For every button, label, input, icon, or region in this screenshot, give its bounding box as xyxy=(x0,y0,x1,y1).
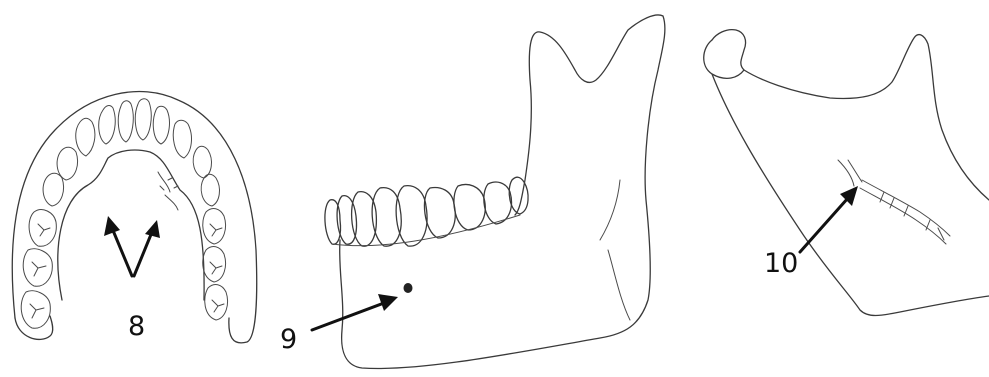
tooth-lateral-8 xyxy=(484,182,512,224)
mandible-medial-figure xyxy=(704,30,989,316)
lingula-mark xyxy=(838,160,862,186)
arrowhead-9 xyxy=(378,294,398,311)
tooth-premolar-r2 xyxy=(201,174,219,206)
mandible-outline xyxy=(340,15,665,369)
molar-fissure-l2 xyxy=(32,262,46,276)
arch-inner-outline xyxy=(58,150,204,300)
arrow-9 xyxy=(312,303,384,330)
mandible-lateral-figure xyxy=(312,15,665,369)
mandible-inner-ramus-line xyxy=(600,180,630,320)
tooth-incisor-2 xyxy=(135,99,151,140)
tooth-molar-r1 xyxy=(203,209,226,244)
tooth-premolar-r1 xyxy=(193,146,211,178)
arrow-8-right xyxy=(134,232,152,276)
tooth-incisor-4 xyxy=(153,106,169,144)
tooth-canine-left xyxy=(76,118,95,156)
molar-fissure-r3 xyxy=(212,300,224,312)
tooth-incisor-3 xyxy=(99,106,115,144)
arrowhead-8-right xyxy=(145,220,160,238)
arrow-10 xyxy=(800,198,848,252)
mental-foramen-dot xyxy=(404,284,412,293)
tooth-molar-r2 xyxy=(203,247,226,282)
arrow-8-left xyxy=(112,228,132,276)
tooth-molar-r3 xyxy=(205,285,228,320)
arrowhead-8-left xyxy=(104,216,120,236)
medial-mandible-outline xyxy=(704,35,989,200)
tooth-premolar-l2 xyxy=(43,173,63,206)
medial-condyle-top xyxy=(712,30,746,70)
label-8: 8 xyxy=(128,313,145,340)
dental-arch-figure xyxy=(12,92,256,343)
tooth-canine-right xyxy=(173,120,191,158)
label-10: 10 xyxy=(764,250,798,277)
mylohyoid-groove-upper xyxy=(862,180,950,236)
tooth-incisor-1 xyxy=(118,101,133,142)
mylohyoid-groove-lower xyxy=(860,188,946,244)
molar-fissure-r1 xyxy=(210,224,222,236)
molar-fissure-l3 xyxy=(30,304,44,318)
tooth-lateral-6 xyxy=(424,188,455,238)
molar-fissure-l1 xyxy=(38,224,50,236)
tooth-molar-l1 xyxy=(29,210,56,247)
mylohyoid-ticks xyxy=(880,192,944,240)
genial-tubercle-texture xyxy=(158,172,178,210)
molar-fissure-r2 xyxy=(210,262,222,274)
label-9: 9 xyxy=(280,326,297,353)
tooth-lateral-7 xyxy=(454,185,485,231)
